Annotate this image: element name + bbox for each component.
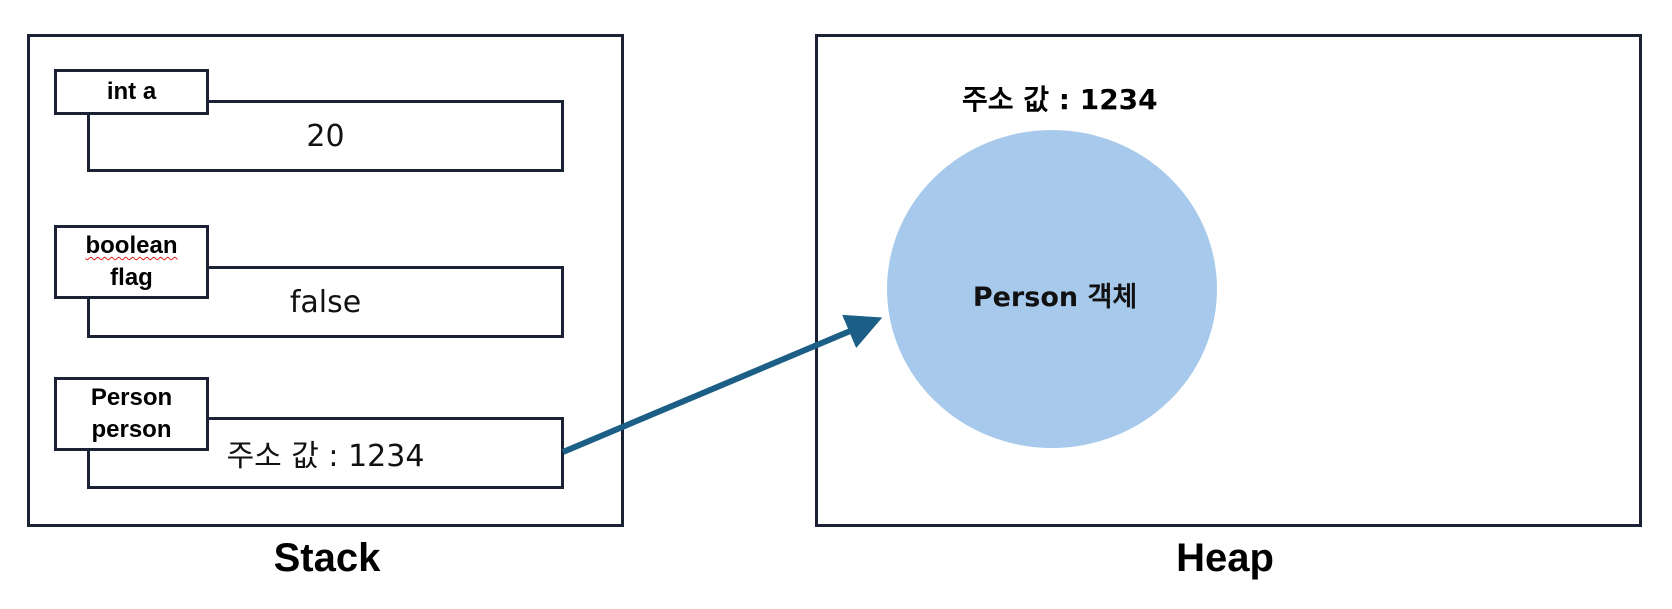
stack-value-a: 20 — [306, 118, 345, 154]
person-object-label: Person 객체 — [972, 282, 1138, 313]
stack-label-person-name-text: person — [91, 416, 172, 443]
stack-label-flag-text: flag — [110, 264, 153, 291]
stack-title: Stack — [273, 536, 381, 580]
stack-label-int-a: int a — [54, 69, 209, 115]
stack-label-int-a-text: int a — [106, 78, 157, 105]
stack-value-flag: false — [289, 284, 362, 320]
heap-address-label: 주소 값 : 1234 — [962, 83, 1158, 116]
stack-value-box-person: 주소 값 : 1234 — [87, 417, 564, 489]
stack-label-person-person: Person person — [54, 377, 209, 451]
stack-value-person: 주소 값 : 1234 — [226, 439, 425, 474]
stack-label-boolean-text: boolean — [85, 232, 178, 259]
heap-title: Heap — [1176, 536, 1274, 580]
stack-label-person-type-text: Person — [90, 384, 173, 411]
stack-label-boolean-flag: boolean flag — [54, 225, 209, 299]
